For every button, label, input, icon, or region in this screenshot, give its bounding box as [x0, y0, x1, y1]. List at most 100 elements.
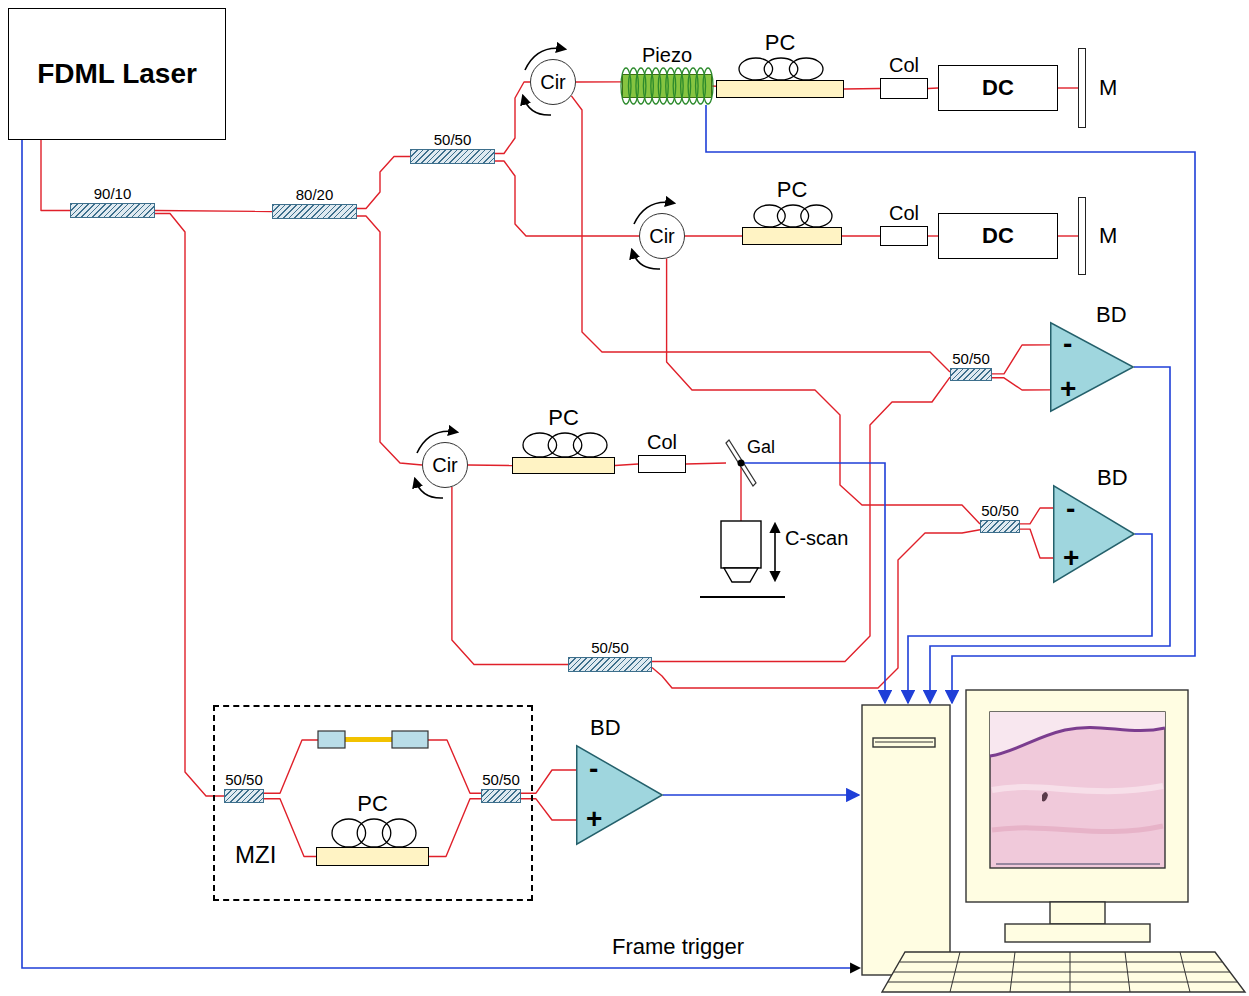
component-name: BD [1096, 304, 1127, 326]
optical-fiber [495, 82, 530, 154]
optical-fiber [468, 464, 512, 466]
fiber-coupler: 90/10 [70, 203, 155, 218]
fiber-coil [523, 432, 607, 458]
component-name: FDML Laser [37, 60, 197, 88]
fiber-coil [754, 204, 832, 228]
balanced-detector: BD-+ [576, 745, 663, 845]
component-name: Col [889, 203, 919, 223]
circulator-arrow [415, 48, 674, 498]
optical-fiber [667, 259, 980, 524]
optical-fiber [521, 770, 576, 793]
mirror: M [1078, 197, 1086, 275]
piezo-stretcher: Piezo [622, 74, 712, 98]
coupler-ratio: 50/50 [591, 640, 629, 655]
fiber-coil [739, 57, 823, 81]
polarization-controller: PC [316, 847, 429, 866]
optical-fiber [686, 463, 726, 464]
galvo-mirror: Gal [726, 440, 756, 486]
fiber-coupler: 50/50 [950, 368, 992, 381]
optical-fiber [652, 377, 950, 661]
dispersion-compensator: DC [938, 213, 1058, 259]
fiber-coupler: 50/50 [224, 789, 264, 803]
optical-fiber [452, 487, 568, 665]
optical-fiber [357, 157, 410, 209]
circulator: Cir [639, 213, 685, 259]
fiber-coupler: 50/50 [568, 657, 652, 672]
optical-fiber [928, 235, 938, 236]
mirror: M [1078, 48, 1086, 128]
optical-fiber [576, 81, 622, 82]
optical-fiber [928, 87, 938, 89]
input-sign: - [1066, 495, 1075, 523]
component-name: BD [1097, 467, 1128, 489]
fiber-coupler: 80/20 [272, 204, 357, 219]
component-name: Col [889, 55, 919, 75]
optical-fiber [992, 378, 1050, 390]
component-name: Cir [649, 226, 675, 246]
optical-fiber [264, 740, 481, 793]
optical-fiber [615, 464, 638, 466]
optical-fiber [495, 161, 639, 236]
component-name: PC [548, 407, 579, 429]
optical-fiber [685, 235, 742, 236]
optical-fiber [1058, 235, 1078, 236]
mzi-enclosure: MZI50/50PC50/50 [213, 705, 533, 901]
component-name: Cir [540, 72, 566, 92]
collimator: Col [880, 226, 928, 246]
scan-axis-label: C-scan [785, 528, 848, 548]
coupler-ratio: 50/50 [981, 503, 1019, 518]
polarization-controller: PC [742, 227, 842, 245]
optical-fiber [521, 799, 576, 820]
fiber-coupler: 50/50 [410, 149, 495, 164]
dispersion-compensator: DC [938, 65, 1058, 111]
collimator: Col [880, 78, 928, 99]
input-sign: + [586, 805, 602, 833]
piezo-coil [622, 74, 712, 98]
polarization-controller: PC [716, 80, 844, 98]
component-name: M [1099, 77, 1117, 99]
computer-illustration [862, 690, 1245, 992]
optical-fiber [357, 216, 422, 465]
component-name: DC [982, 77, 1014, 99]
laser-box: FDML Laser [8, 8, 226, 140]
coupler-ratio: 50/50 [434, 132, 472, 147]
sample-optics [700, 466, 785, 597]
fiber-coupler: 50/50 [980, 520, 1020, 533]
input-sign: - [589, 755, 598, 783]
optical-fiber [1020, 508, 1053, 524]
optical-fiber [41, 140, 70, 211]
input-sign: + [1060, 375, 1076, 403]
component-name: Gal [747, 438, 775, 456]
component-name: BD [590, 717, 621, 739]
input-sign: + [1063, 544, 1079, 572]
circulator: Cir [530, 59, 576, 105]
coupler-ratio: 80/20 [296, 187, 334, 202]
coupler-ratio: 50/50 [482, 772, 520, 787]
component-name: PC [357, 793, 388, 815]
optical-fiber [842, 235, 880, 236]
fiber-coil [332, 818, 416, 848]
signal-label: Frame trigger [612, 936, 744, 958]
coupler-ratio: 50/50 [952, 351, 990, 366]
optical-fiber [1058, 87, 1078, 88]
polarization-controller: PC [512, 457, 615, 474]
input-sign: - [1063, 330, 1072, 358]
component-name: M [1099, 225, 1117, 247]
optical-fiber [429, 799, 481, 857]
optical-fiber [155, 211, 272, 212]
coupler-ratio: 90/10 [94, 186, 132, 201]
optical-fiber [992, 345, 1050, 374]
balanced-detector: BD-+ [1050, 322, 1134, 412]
coupler-ratio: 50/50 [225, 772, 263, 787]
optical-fiber [844, 88, 880, 90]
component-name: Col [647, 432, 677, 452]
component-name: Cir [432, 455, 458, 475]
collimator-pair [318, 731, 428, 748]
component-name: PC [765, 32, 796, 54]
component-name: Piezo [642, 45, 692, 65]
optical-fiber [1020, 529, 1053, 558]
collimator: Col [638, 455, 686, 473]
fiber-coupler: 50/50 [481, 789, 521, 803]
component-name: PC [777, 179, 808, 201]
